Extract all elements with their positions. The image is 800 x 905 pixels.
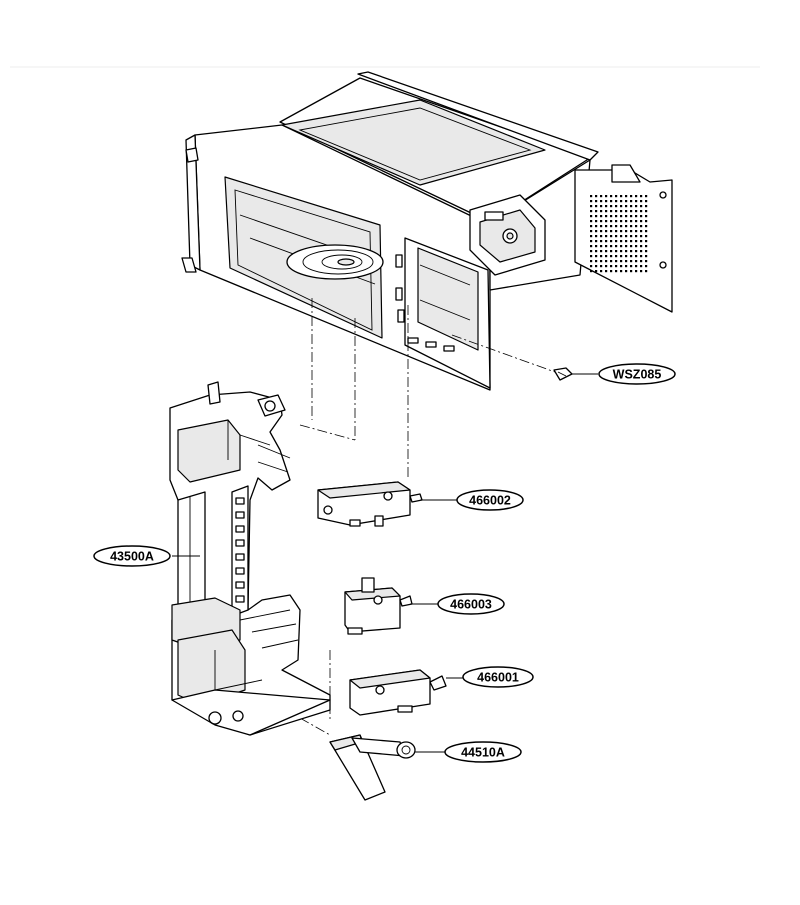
callout-466001: 466001 bbox=[462, 666, 534, 688]
callout-466003: 466003 bbox=[437, 593, 505, 615]
callout-label-466002: 466002 bbox=[469, 494, 511, 508]
latch-assembly bbox=[169, 381, 331, 736]
callout-44510a: 44510A bbox=[444, 741, 522, 763]
switch-466003 bbox=[344, 577, 438, 635]
screw-part bbox=[553, 367, 598, 381]
callout-label-466003: 466003 bbox=[450, 598, 492, 612]
callout-label-466001: 466001 bbox=[477, 671, 519, 685]
switch-466002 bbox=[317, 481, 458, 527]
microwave-cavity bbox=[181, 71, 673, 391]
vent-perforations bbox=[588, 195, 650, 275]
rack-teeth bbox=[235, 497, 245, 603]
callout-label-wsz085: WSZ085 bbox=[613, 368, 662, 382]
callout-label-44510a: 44510A bbox=[461, 746, 505, 760]
switch-466001 bbox=[349, 669, 463, 716]
turntable bbox=[286, 244, 384, 280]
callout-466002: 466002 bbox=[456, 489, 524, 511]
motor-bracket bbox=[469, 194, 546, 276]
lever-44510a bbox=[329, 734, 445, 801]
callout-label-43500a: 43500A bbox=[110, 550, 154, 564]
callout-43500a: 43500A bbox=[93, 545, 200, 567]
callout-wsz085: WSZ085 bbox=[598, 363, 676, 385]
